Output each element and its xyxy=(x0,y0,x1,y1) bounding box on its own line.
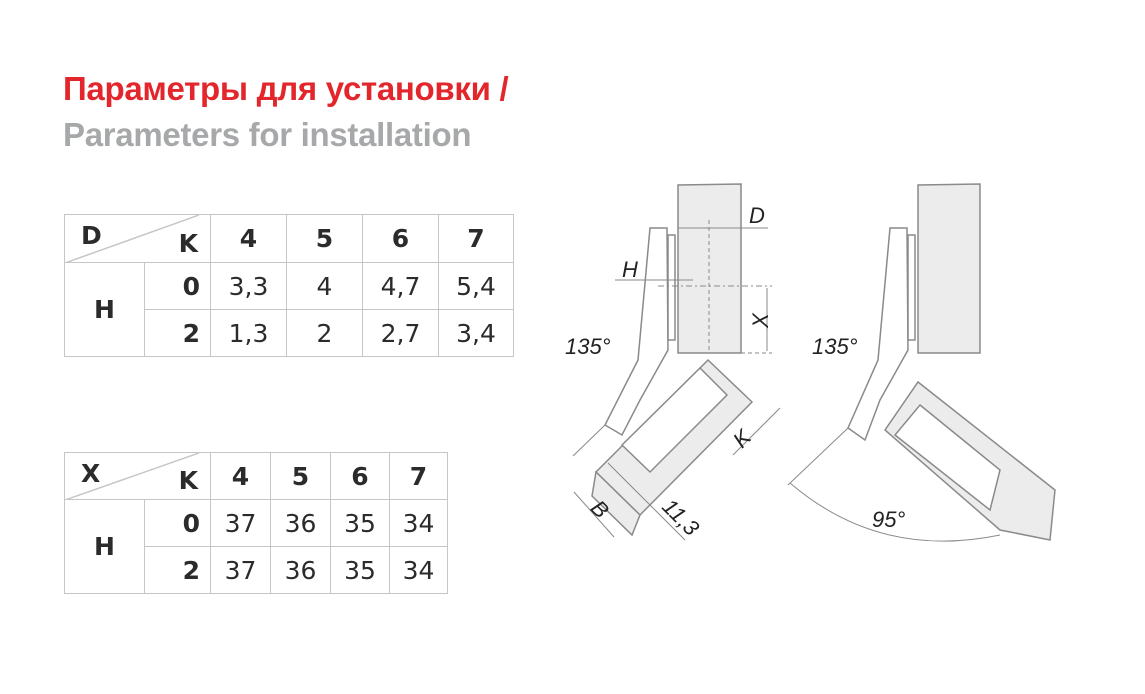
title-english: Parameters for installation xyxy=(63,116,472,153)
cell: 5,4 xyxy=(438,262,514,310)
cell: 37 xyxy=(210,546,271,594)
cell: 37 xyxy=(210,499,271,547)
table-row: 2 1,3 2 2,7 3,4 xyxy=(65,309,514,357)
k-header: 6 xyxy=(362,214,439,263)
cell: 3,3 xyxy=(210,262,287,310)
k-header: 5 xyxy=(270,452,331,500)
corner-cell: D K xyxy=(64,214,211,263)
h-value: 0 xyxy=(144,499,211,547)
corner-label-k: K xyxy=(178,229,198,258)
table-row: H 0 3,3 4 4,7 5,4 xyxy=(64,262,514,357)
k-header: 5 xyxy=(286,214,363,263)
corner-cell: X K xyxy=(64,452,211,500)
cell: 1,3 xyxy=(210,309,287,357)
label-x: X xyxy=(748,312,773,329)
h-value: 2 xyxy=(144,309,211,357)
label-h: H xyxy=(622,257,638,282)
door-end-left xyxy=(591,470,641,537)
cell: 4 xyxy=(286,262,363,310)
h-value: 0 xyxy=(144,262,211,310)
hinge-cup-right xyxy=(893,403,1001,512)
hinge-arm-right xyxy=(847,227,909,442)
cell: 34 xyxy=(389,499,448,547)
cell: 36 xyxy=(270,546,331,594)
title-russian: Параметры для установки / xyxy=(63,70,509,107)
angle-open: 95° xyxy=(872,507,905,532)
label-offset: 11,3 xyxy=(657,494,704,541)
label-d: D xyxy=(749,203,765,228)
corner-label-k: K xyxy=(178,466,198,495)
cell: 36 xyxy=(270,499,331,547)
mounting-plate-left xyxy=(667,234,676,341)
label-k: K xyxy=(728,424,757,453)
cell: 2 xyxy=(286,309,363,357)
angle-left: 135° xyxy=(565,334,611,359)
table-x-values: X K 4 5 6 7 H 0 37 36 35 34 2 37 36 35 3… xyxy=(64,452,448,594)
cell: 2,7 xyxy=(362,309,439,357)
corner-label-d: D xyxy=(81,221,102,250)
angle-right: 135° xyxy=(812,334,858,359)
row-header-h: H xyxy=(64,262,145,357)
k-header: 4 xyxy=(210,214,287,263)
k-header: 7 xyxy=(389,452,448,500)
corner-label-x: X xyxy=(81,459,101,488)
h-value: 2 xyxy=(144,546,211,594)
cell: 35 xyxy=(330,499,390,547)
k-header: 4 xyxy=(210,452,271,500)
mounting-plate-right xyxy=(907,234,916,341)
cabinet-wall-right xyxy=(917,183,981,354)
cell: 3,4 xyxy=(438,309,514,357)
hinge-cup-left xyxy=(620,366,729,474)
row-header-h: H xyxy=(64,499,145,594)
table-row: H 0 37 36 35 34 xyxy=(64,499,448,594)
table-row: 2 37 36 35 34 xyxy=(65,546,448,594)
table-d-values: D K 4 5 6 7 H 0 3,3 4 4,7 5,4 2 1,3 2 2,… xyxy=(64,214,514,357)
cell: 35 xyxy=(330,546,390,594)
cell: 34 xyxy=(389,546,448,594)
